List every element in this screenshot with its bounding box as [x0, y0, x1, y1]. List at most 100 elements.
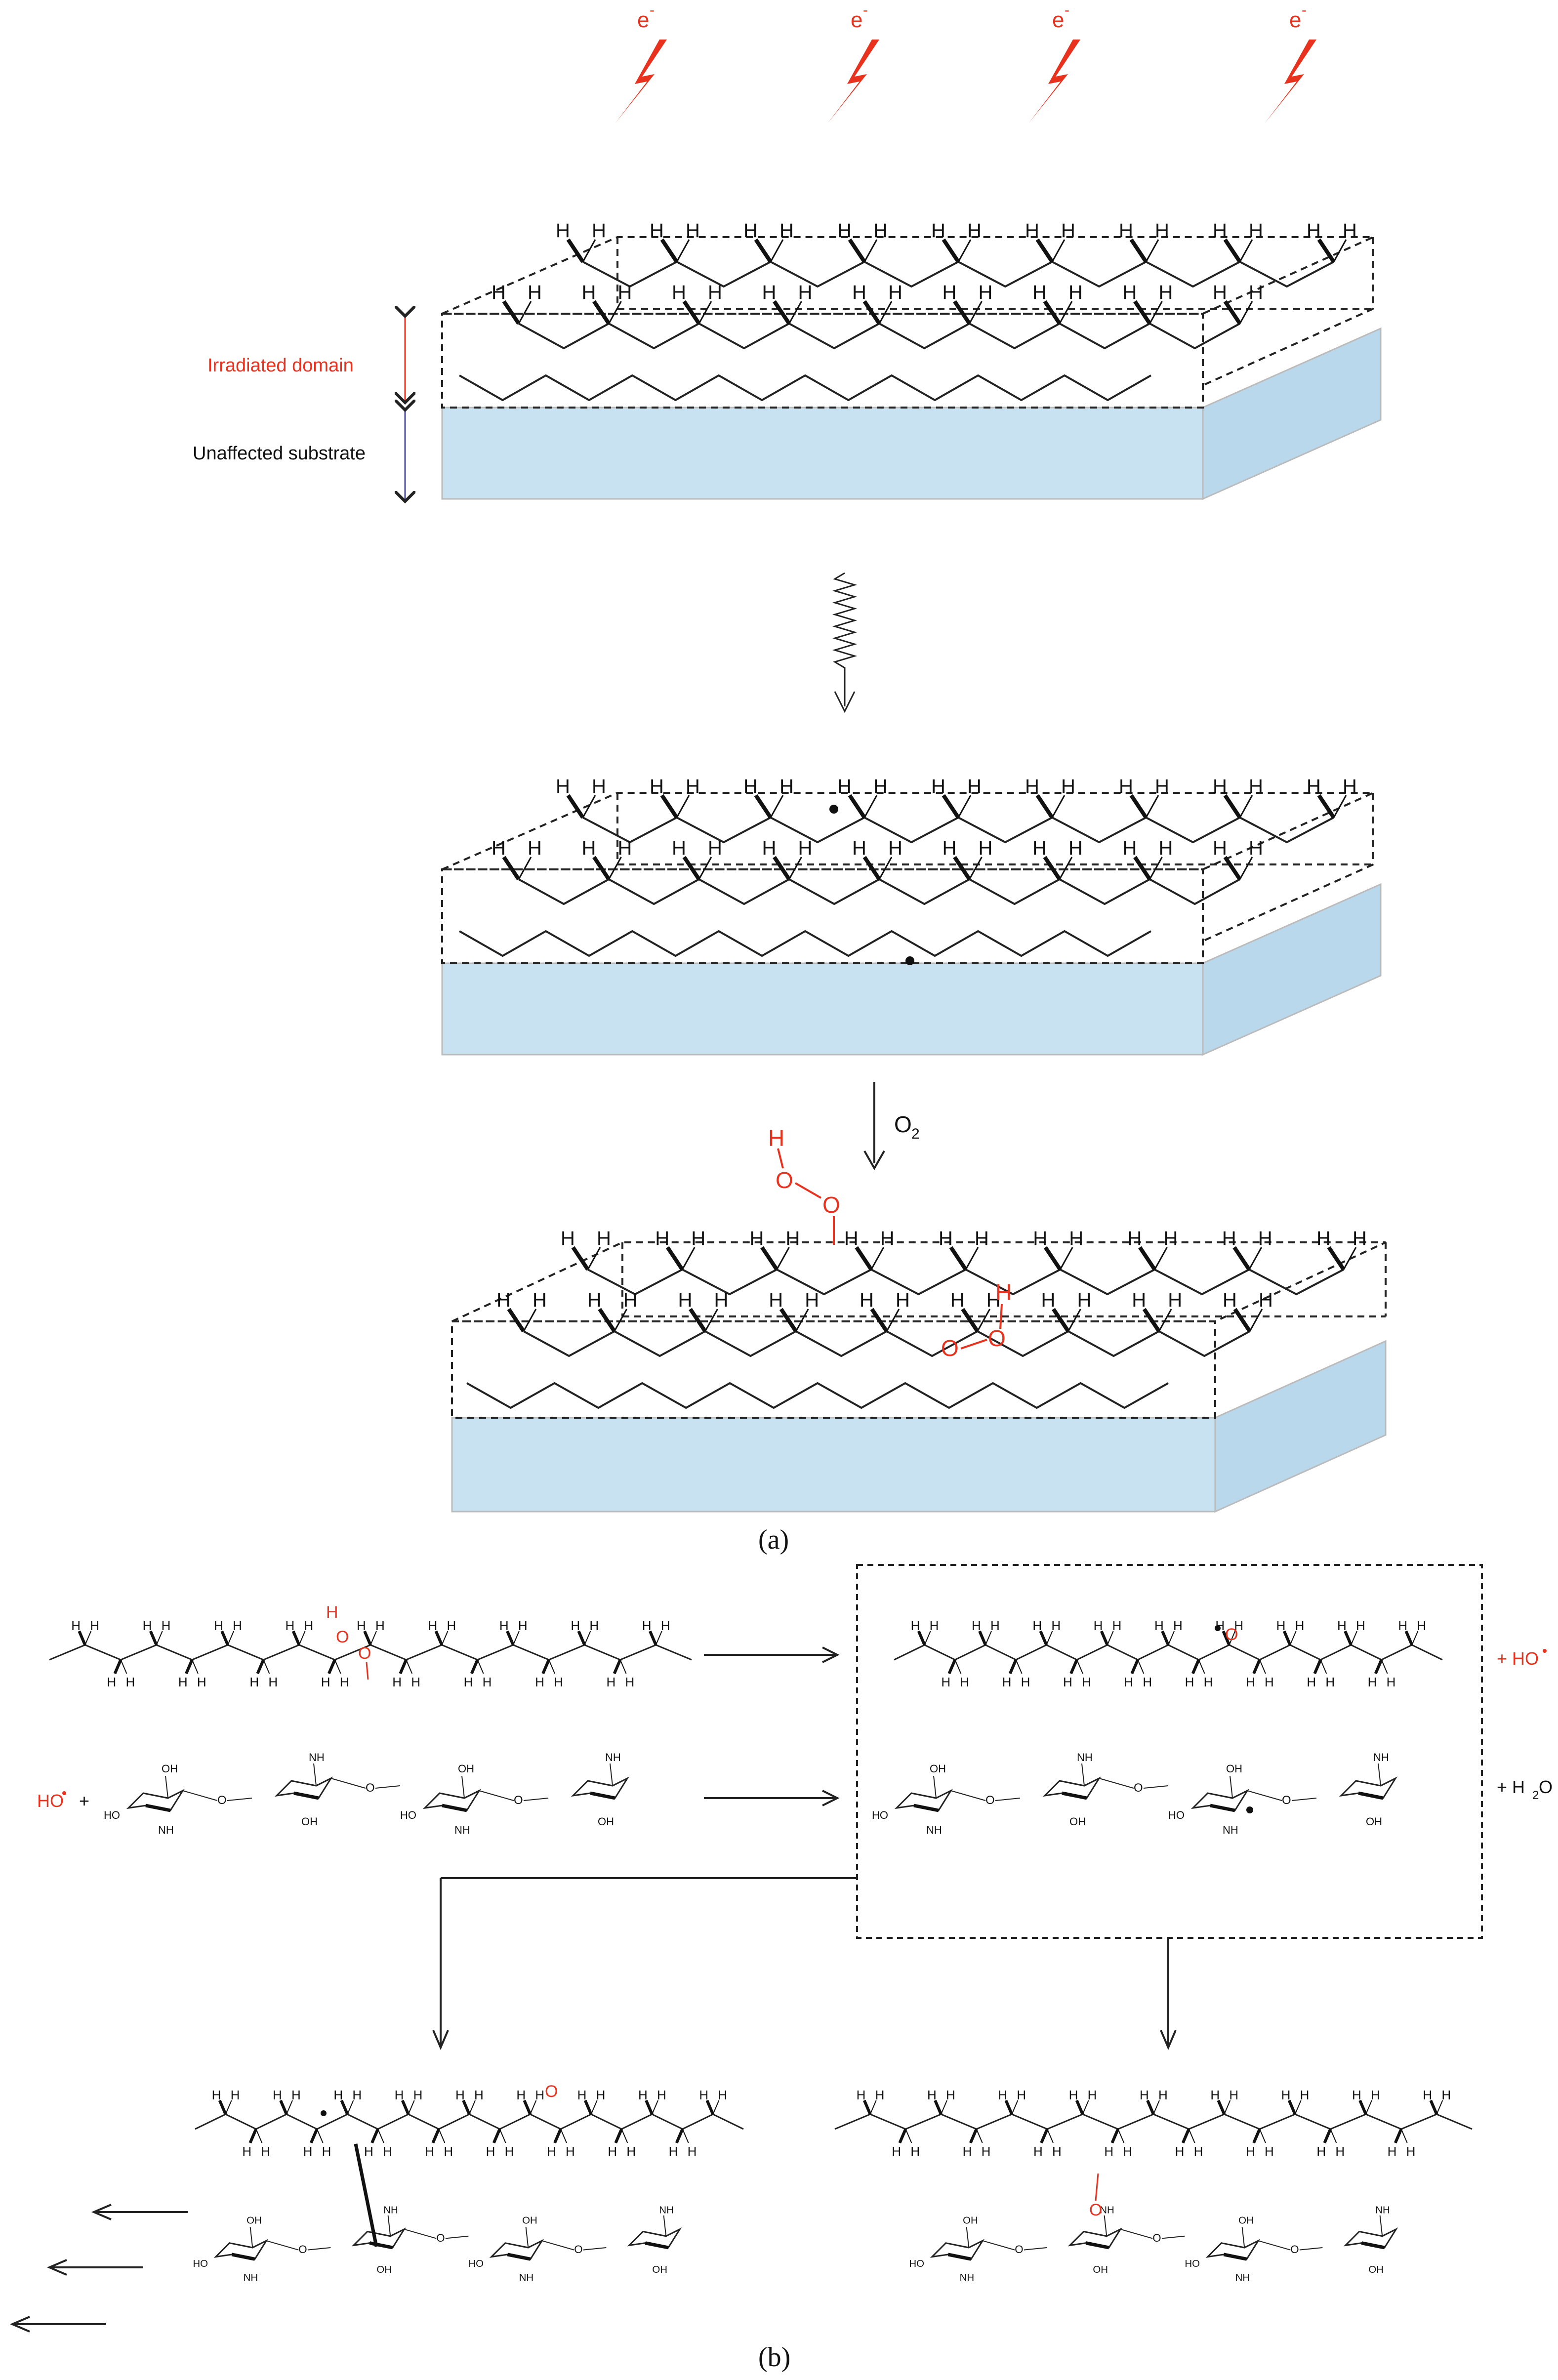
glycosidic-bond [182, 1790, 218, 1801]
ring-substituent-bond [165, 1775, 168, 1799]
c-h-wedge-bond [1043, 300, 1062, 325]
ring-label: NH [1235, 2272, 1250, 2283]
hydrogen-atom: H [286, 1618, 295, 1633]
hydrogen-atom: H [672, 837, 686, 859]
hydrogen-atom: H [1140, 2088, 1149, 2102]
hydrogen-atom: H [607, 1675, 616, 1689]
c-h-wedge-bond [862, 300, 881, 325]
c-h-wedge-bond [1394, 2128, 1403, 2144]
c-h-bond [1149, 301, 1163, 324]
ring-label: NH [519, 2272, 534, 2283]
svg-text:O: O [1225, 1625, 1238, 1644]
hydrogen-atom: H [1069, 2088, 1078, 2102]
c-h-wedge-bond [1223, 856, 1242, 881]
hydrogen-atom: H [844, 1228, 859, 1249]
c-h-bond [438, 2129, 446, 2143]
c-h-bond [1153, 2100, 1160, 2115]
c-h-wedge-bond [1129, 794, 1148, 819]
hydrogen-atom: H [395, 2088, 404, 2102]
c-h-bond [590, 2100, 598, 2115]
c-h-wedge-bond [571, 1246, 590, 1271]
hydrogen-atom: H [779, 220, 794, 242]
c-h-wedge-bond [969, 2128, 978, 2144]
c-h-wedge-bond [523, 2099, 532, 2115]
hydrogen-atom: H [625, 1675, 635, 1689]
c-h-wedge-bond [507, 1308, 526, 1333]
c-h-bond [584, 1631, 591, 1645]
hydrogen-atom: H [1353, 1228, 1367, 1249]
hydrogen-atom: H [762, 837, 777, 859]
hydrogen-atom: H [979, 282, 993, 303]
hydrogen-atom: H [1343, 776, 1357, 797]
c-h-wedge-bond [431, 2128, 441, 2144]
hydrogen-atom: H [554, 1675, 563, 1689]
c-h-wedge-bond [566, 238, 585, 263]
c-h-wedge-bond [754, 238, 773, 263]
continuation-arrows [9, 2204, 188, 2333]
c-h-bond [712, 2100, 720, 2115]
c-h-bond [1351, 1631, 1357, 1645]
hydrogen-atom: H [516, 2088, 526, 2102]
c-h-wedge-bond [1191, 1659, 1200, 1675]
hydrogen-atom: H [162, 1618, 171, 1633]
hydrogen-atom: H [364, 2144, 373, 2159]
hydrogen-atom: H [592, 776, 606, 797]
hydrogen-atom: H [1068, 837, 1083, 859]
glycosidic-bond [982, 2240, 1015, 2251]
c-h-wedge-bond [773, 300, 791, 325]
hydrogen-atom: H [425, 2144, 434, 2159]
hydrogen-atom: H [528, 282, 542, 303]
ring-front-bond [507, 2253, 531, 2261]
glycosidic-bond [523, 1798, 549, 1801]
hydrogen-atom: H [474, 2088, 484, 2102]
ring-label: OH [1069, 1815, 1086, 1828]
c-h-wedge-bond [705, 2099, 715, 2115]
hydrogen-atom: H [483, 1675, 492, 1689]
c-h-wedge-bond [370, 2128, 379, 2144]
reaction-arrow-2 [704, 1790, 840, 1806]
hydrogen-atom: H [618, 837, 632, 859]
c-h-bond [1239, 795, 1253, 818]
hydrogen-atom: H [1258, 1228, 1272, 1249]
c-h-wedge-bond [1075, 2099, 1084, 2115]
c-h-bond [316, 2129, 324, 2143]
c-h-bond [518, 857, 532, 880]
ring-label: NH [1100, 2204, 1114, 2216]
c-h-bond [1059, 857, 1073, 880]
electron-bolt-1: e - [615, 2, 667, 123]
ring-label: O [366, 1781, 375, 1795]
ring-label: NH [158, 1824, 174, 1836]
substrate-side [1202, 327, 1382, 500]
hydrogen-atom: H [1061, 776, 1075, 797]
hydrogen-atom: H [1033, 2144, 1043, 2159]
ring-label: OH [522, 2215, 537, 2226]
c-h-wedge-bond [1323, 2128, 1332, 2144]
c-h-bond [1333, 795, 1347, 818]
c-h-wedge-bond [1327, 1246, 1346, 1271]
hydrogen-atom: H [1222, 1228, 1236, 1249]
branch-arrow-left [432, 1877, 857, 2051]
ring-substituent-bond [525, 2227, 529, 2248]
c-h-wedge-bond [1233, 1308, 1252, 1333]
c-h-bond [370, 1631, 377, 1645]
c-h-wedge-bond [898, 2128, 907, 2144]
c-h-wedge-bond [541, 1659, 550, 1675]
c-h-bond [518, 301, 532, 324]
ring-label: NH [1375, 2204, 1390, 2216]
hydrogen-atom: H [1229, 2088, 1238, 2102]
c-h-bond [334, 1659, 341, 1674]
ring-substituent-bond [663, 2215, 667, 2236]
ring-label: NH [454, 1824, 470, 1836]
c-h-wedge-bond [1133, 300, 1151, 325]
c-h-bond [1239, 301, 1253, 324]
lightning-bolt-icon [827, 40, 879, 123]
hydrogen-atom: H [1173, 1618, 1183, 1633]
panel-a-label: (a) [758, 1524, 789, 1555]
svg-text:H: H [768, 1125, 784, 1151]
c-h-bond [1154, 1247, 1168, 1270]
c-h-bond [1149, 857, 1163, 880]
hydrogen-atom: H [1017, 2088, 1026, 2102]
hydrogen-atom: H [661, 1618, 670, 1633]
